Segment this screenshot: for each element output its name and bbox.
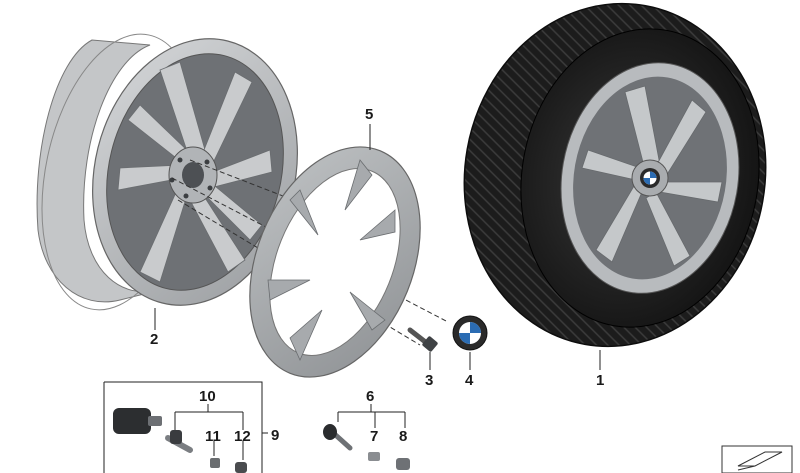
complete-wheel: [463, 2, 767, 348]
callout-11: 11: [205, 428, 221, 445]
rim: [36, 33, 298, 311]
callout-4: 4: [465, 372, 474, 389]
sensor-valve: [165, 430, 193, 453]
callout-5: 5: [365, 106, 373, 123]
aero-cover: [249, 146, 421, 378]
callout-2: 2: [150, 331, 158, 348]
callout-7: 7: [370, 428, 378, 445]
sensor-nut-part: [235, 462, 247, 473]
callout-6: 6: [366, 388, 374, 405]
callout-9: 9: [271, 427, 279, 444]
sensor-group: [103, 381, 268, 473]
bmw-roundel-icon: [452, 315, 488, 351]
wheel-bolt: [407, 327, 438, 352]
sensor-valve-part: [210, 458, 220, 468]
document-nav-icon[interactable]: [721, 445, 793, 473]
callout-3: 3: [425, 372, 433, 389]
callout-10: 10: [199, 388, 216, 405]
callout-1: 1: [596, 372, 604, 389]
tpms-sensor: [113, 408, 162, 434]
callout-8: 8: [399, 428, 407, 445]
valve-set: [323, 404, 410, 470]
callout-12: 12: [234, 428, 251, 445]
